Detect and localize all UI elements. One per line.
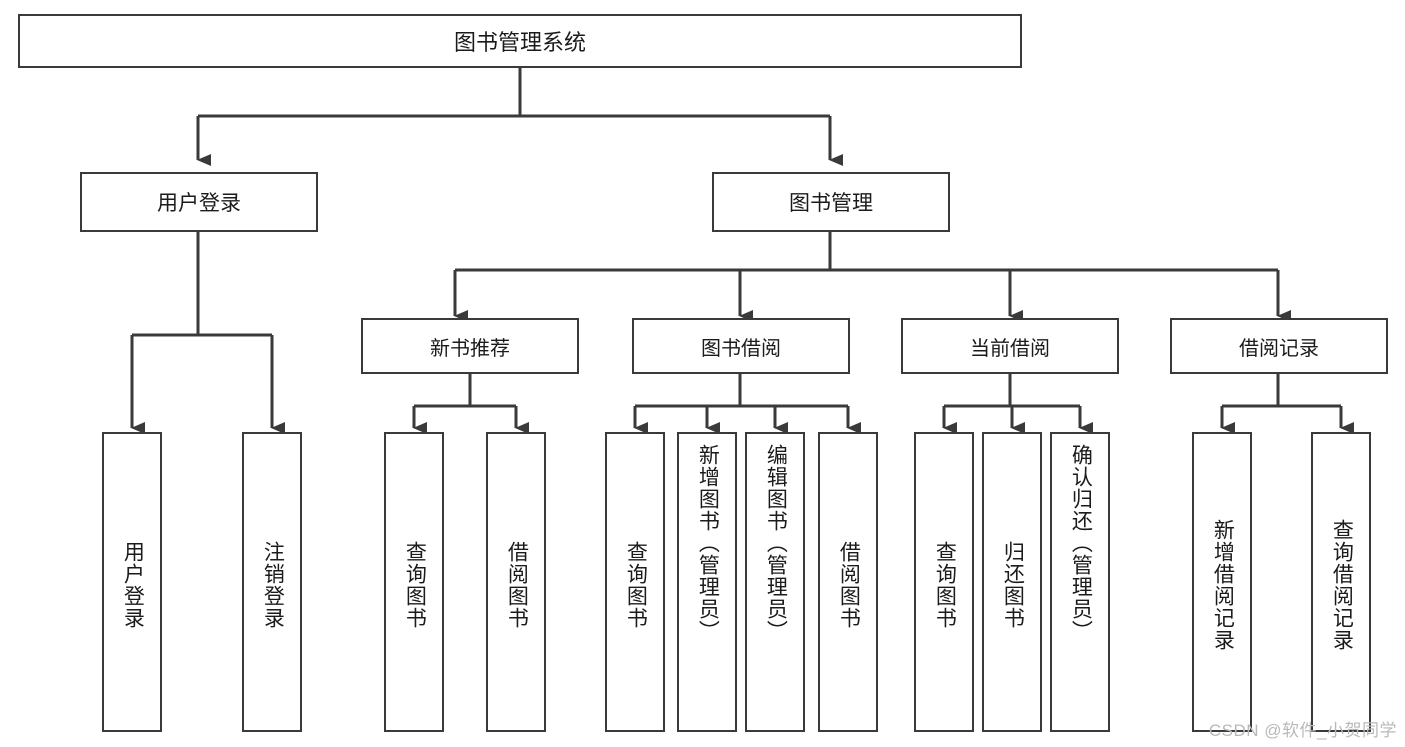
node-new-book-recommend[interactable]: 新书推荐 <box>361 318 579 374</box>
leaf-current-query-book[interactable]: 查询图书 <box>914 432 974 732</box>
node-root-system[interactable]: 图书管理系统 <box>18 14 1022 68</box>
leaf-current-return-book[interactable]: 归还图书 <box>982 432 1042 732</box>
leaf-current-confirm-return-admin[interactable]: 确认归还（管理员） <box>1050 432 1110 732</box>
leaf-recommend-borrow-book[interactable]: 借阅图书 <box>486 432 546 732</box>
node-label: 注销登录 <box>261 541 285 629</box>
leaf-borrow-edit-book-admin[interactable]: 编辑图书（管理员） <box>745 432 805 732</box>
leaf-inner: 查询图书 <box>916 440 972 730</box>
node-label: 用户登录 <box>157 192 241 215</box>
leaf-inner: 新增图书（管理员） <box>679 440 735 734</box>
node-label: 新书推荐 <box>430 337 510 360</box>
leaf-borrow-add-book-admin[interactable]: 新增图书（管理员） <box>677 432 737 732</box>
leaf-record-add-record[interactable]: 新增借阅记录 <box>1192 432 1252 732</box>
node-label: 查询图书 <box>933 541 957 629</box>
leaf-record-query-record[interactable]: 查询借阅记录 <box>1311 432 1371 732</box>
leaf-inner: 借阅图书 <box>820 440 876 730</box>
node-label: 用户登录 <box>121 541 145 629</box>
leaf-user-login-login[interactable]: 用户登录 <box>102 432 162 732</box>
node-label: 查询借阅记录 <box>1330 519 1354 651</box>
leaf-inner: 查询图书 <box>607 440 663 730</box>
node-label: 编辑图书（管理员） <box>764 444 788 642</box>
node-label: 图书管理系统 <box>453 30 586 55</box>
leaf-inner: 新增借阅记录 <box>1194 440 1250 730</box>
leaf-borrow-query-book[interactable]: 查询图书 <box>605 432 665 732</box>
node-label: 新增图书（管理员） <box>696 444 720 642</box>
leaf-inner: 查询图书 <box>386 440 442 730</box>
leaf-inner: 编辑图书（管理员） <box>747 440 803 734</box>
node-label: 图书借阅 <box>701 337 781 360</box>
leaf-inner: 归还图书 <box>984 440 1040 730</box>
leaf-inner: 借阅图书 <box>488 440 544 730</box>
leaf-borrow-borrow-book[interactable]: 借阅图书 <box>818 432 878 732</box>
node-label: 图书管理 <box>789 192 873 215</box>
node-label: 确认归还（管理员） <box>1069 444 1093 642</box>
node-book-borrow[interactable]: 图书借阅 <box>632 318 850 374</box>
node-label: 借阅图书 <box>837 541 861 629</box>
node-user-login[interactable]: 用户登录 <box>80 172 318 232</box>
leaf-inner: 查询借阅记录 <box>1313 440 1369 730</box>
leaf-inner: 确认归还（管理员） <box>1052 440 1108 734</box>
node-label: 查询图书 <box>403 541 427 629</box>
leaf-recommend-query-book[interactable]: 查询图书 <box>384 432 444 732</box>
node-label: 归还图书 <box>1001 541 1025 629</box>
csdn-watermark: CSDN @软件_小贺同学 <box>1208 721 1397 740</box>
node-current-borrow[interactable]: 当前借阅 <box>901 318 1119 374</box>
leaf-inner: 用户登录 <box>104 440 160 730</box>
leaf-inner: 注销登录 <box>244 440 300 730</box>
node-borrow-record[interactable]: 借阅记录 <box>1170 318 1388 374</box>
node-label: 借阅记录 <box>1239 337 1319 360</box>
node-label: 借阅图书 <box>505 541 529 629</box>
leaf-user-login-logout[interactable]: 注销登录 <box>242 432 302 732</box>
node-book-management[interactable]: 图书管理 <box>712 172 950 232</box>
node-label: 新增借阅记录 <box>1211 519 1235 651</box>
node-label: 当前借阅 <box>970 337 1050 360</box>
node-label: 查询图书 <box>624 541 648 629</box>
